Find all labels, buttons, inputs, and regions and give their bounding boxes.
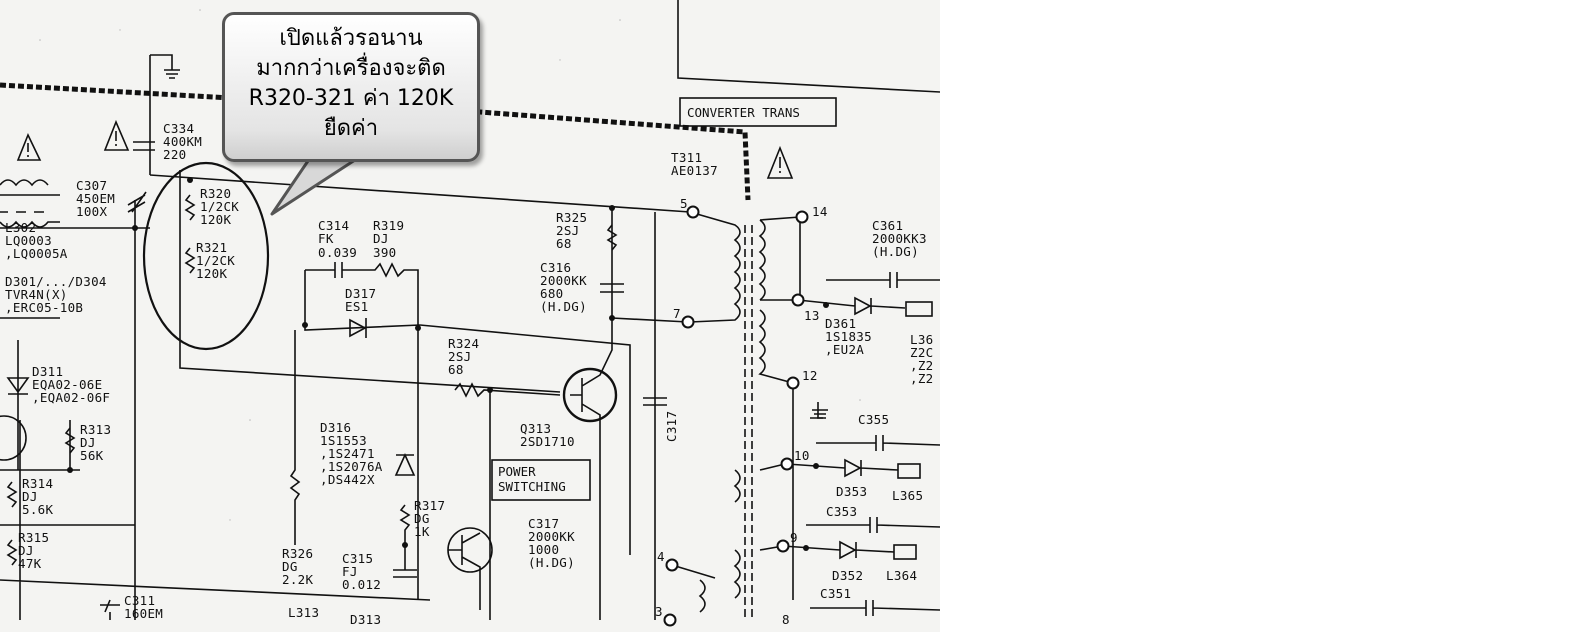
transistor-q313: [562, 367, 618, 423]
diode-d317: [349, 318, 367, 338]
pin-number: 13: [804, 308, 820, 323]
diode-d311: [6, 340, 30, 470]
resistor-r325: [606, 224, 618, 251]
transistor-left: [0, 415, 27, 461]
wiring: [419, 324, 631, 555]
ground-symbol-right: [812, 402, 828, 419]
resistor-r326: [289, 330, 301, 545]
warning-icon: [103, 119, 130, 151]
capacitor-c334: [133, 141, 155, 151]
warning-icon: [16, 133, 42, 161]
resistor-r324: [454, 382, 561, 398]
coil-l302: [0, 179, 60, 228]
pin-number: 3: [655, 604, 663, 619]
resistor-r313-r314-r315: [6, 427, 76, 566]
pin-number: 5: [680, 196, 688, 211]
inductor-l365: [897, 463, 921, 479]
pin-number: 14: [812, 204, 828, 219]
highlight-ellipse: [142, 161, 270, 351]
power-switching-box: [491, 459, 591, 501]
label-c353: C353: [826, 504, 857, 519]
converter-trans-label: CONVERTER TRANS: [687, 105, 800, 120]
transformer-pins: [663, 205, 809, 627]
capacitor-c307: [127, 191, 147, 213]
label-d352: D352: [832, 568, 863, 583]
pin-number: 10: [794, 448, 810, 463]
capacitor-c317: [643, 212, 667, 620]
diode-d352-capacitor-c353: [782, 517, 940, 560]
label-c317-vertical: C317: [664, 411, 679, 442]
label-l365: L365: [892, 488, 923, 503]
inductor-l36x: [905, 301, 933, 317]
capacitor-c351: [810, 600, 940, 616]
label-d353: D353: [836, 484, 867, 499]
transformer-t311: [671, 211, 801, 620]
wiring: [0, 420, 431, 620]
label-c355: C355: [858, 412, 889, 427]
label-c351: C351: [820, 586, 851, 601]
junction-dots: [67, 177, 829, 551]
capacitor-c311: [100, 599, 120, 620]
schematic-scan: CONVERTER TRANS: [0, 0, 940, 632]
chassis-line: [0, 82, 751, 201]
transistor-q-lower-leads: [448, 532, 481, 610]
callout-line: ยืดค่า: [323, 116, 379, 141]
inductor-l364: [893, 544, 917, 560]
annotation-callout: เปิดแล้วรอนาน มากกว่าเครื่องจะติด R320-3…: [222, 12, 480, 162]
warning-icon: [766, 145, 794, 179]
capacitor-c314-resistor-r319: [304, 262, 421, 600]
label-d313: D313: [350, 612, 381, 627]
label-l313: L313: [288, 605, 319, 620]
transistor-q313-leads: [570, 208, 613, 620]
pin-number: 9: [790, 530, 798, 545]
schematic-diagram: CONVERTER TRANS: [0, 0, 940, 627]
pin-number: 12: [802, 368, 818, 383]
frame-line: [677, 0, 940, 93]
resistor-r317-capacitor-c315: [393, 504, 417, 578]
blank-area: [940, 0, 1592, 632]
pin-number: 4: [657, 549, 665, 564]
ground-symbol-top: [149, 54, 180, 175]
pin-number: 7: [673, 306, 681, 321]
callout-line: มากกว่าเครื่องจะติด: [256, 56, 446, 81]
callout-line: เปิดแล้วรอนาน: [279, 26, 423, 51]
converter-trans-box: [679, 97, 837, 127]
pin-number: 8: [782, 612, 790, 627]
capacitor-c316: [600, 283, 689, 323]
wiring: [0, 170, 691, 620]
callout-line: R320-321 ค่า 120K: [248, 86, 454, 111]
diode-d316: [394, 453, 416, 476]
scan-speckle: [39, 9, 861, 521]
label-l364: L364: [886, 568, 917, 583]
resistor-r320-r321: [184, 194, 196, 274]
